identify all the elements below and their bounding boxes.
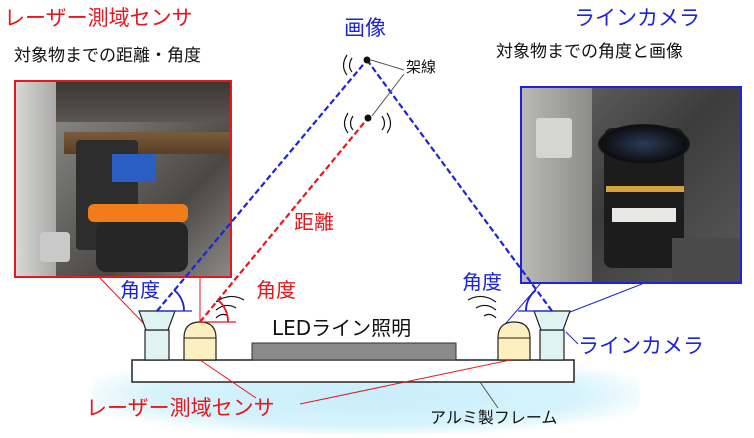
right-camera-lens — [533, 310, 571, 331]
overhead-wire-label: 架線 — [406, 58, 437, 76]
aluminum-frame-label: アルミ製フレーム — [430, 408, 558, 427]
overhead-wire-point-top — [363, 56, 371, 64]
left-camera-body — [144, 329, 170, 361]
laser-sensor-bottom-label: レーザー測域センサ — [86, 396, 275, 420]
laser-sensor-description: 対象物までの距離・角度 — [14, 46, 201, 66]
laser-distance-line — [199, 117, 369, 323]
right-camera-angle-arc — [525, 289, 537, 312]
aluminum-frame — [131, 359, 575, 383]
laser-angle-arc — [217, 299, 229, 323]
right-photo-callout-line-2 — [559, 283, 643, 317]
distance-label: 距離 — [294, 210, 334, 234]
left-camera-lens — [138, 310, 176, 331]
left-camera-angle-label: 角度 — [120, 278, 160, 302]
overhead-wire-point-lower — [364, 114, 372, 122]
right-laser-sensor — [497, 321, 531, 361]
laser-angle-label: 角度 — [256, 278, 296, 302]
wire-callout-line-2 — [371, 73, 405, 117]
left-camera-angle-arc — [173, 289, 185, 312]
right-camera-view-line — [366, 59, 553, 312]
left-laser-sensor — [183, 321, 217, 361]
laser-sensor-title: レーザー測域センサ — [4, 6, 193, 30]
bottom-sensor-callout-2 — [299, 359, 511, 405]
led-light-bar — [251, 342, 457, 361]
line-camera-side-label: ラインカメラ — [578, 334, 704, 358]
line-camera-title: ラインカメラ — [574, 6, 700, 30]
frame-callout-line — [479, 381, 499, 409]
right-camera-body — [539, 329, 565, 361]
laser-sensor-photo — [14, 80, 232, 278]
line-camera-side-callout — [565, 331, 579, 345]
wire-callout-line-1 — [370, 59, 405, 71]
image-label: 画像 — [344, 16, 386, 40]
line-camera-description: 対象物までの角度と画像 — [496, 42, 683, 62]
led-light-label: LEDライン照明 — [272, 316, 412, 340]
bottom-sensor-callout-1 — [199, 359, 257, 399]
left-camera-view-line — [156, 59, 368, 312]
line-camera-photo — [520, 86, 742, 284]
right-camera-angle-label: 角度 — [462, 270, 502, 294]
left-photo-callout-line-1 — [99, 277, 151, 331]
